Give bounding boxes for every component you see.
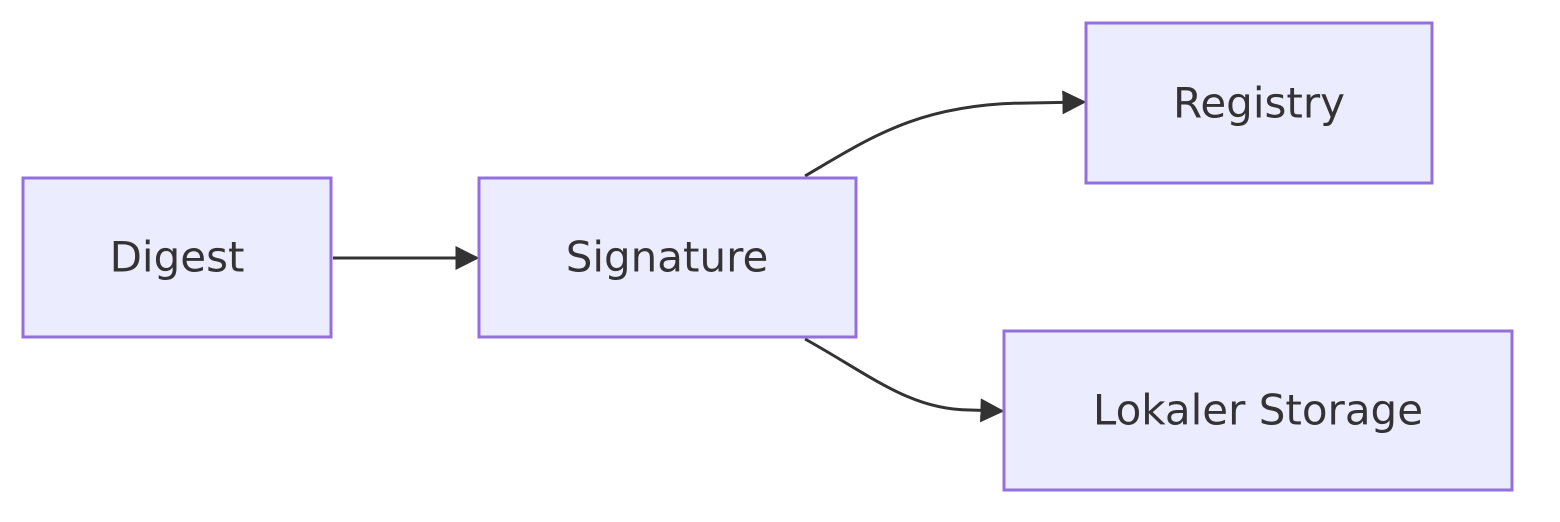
node-label: Registry	[1173, 79, 1345, 128]
node-registry[interactable]: Registry	[1084, 21, 1434, 185]
edge-signature-registry	[804, 90, 1087, 178]
node-signature[interactable]: Signature	[477, 176, 858, 339]
node-label: Signature	[566, 233, 769, 282]
node-label: Lokaler Storage	[1093, 386, 1423, 435]
node-digest[interactable]: Digest	[21, 176, 333, 339]
edge-signature-storage	[804, 337, 1005, 423]
node-lokaler-storage[interactable]: Lokaler Storage	[1002, 329, 1514, 492]
node-label: Digest	[110, 233, 245, 282]
